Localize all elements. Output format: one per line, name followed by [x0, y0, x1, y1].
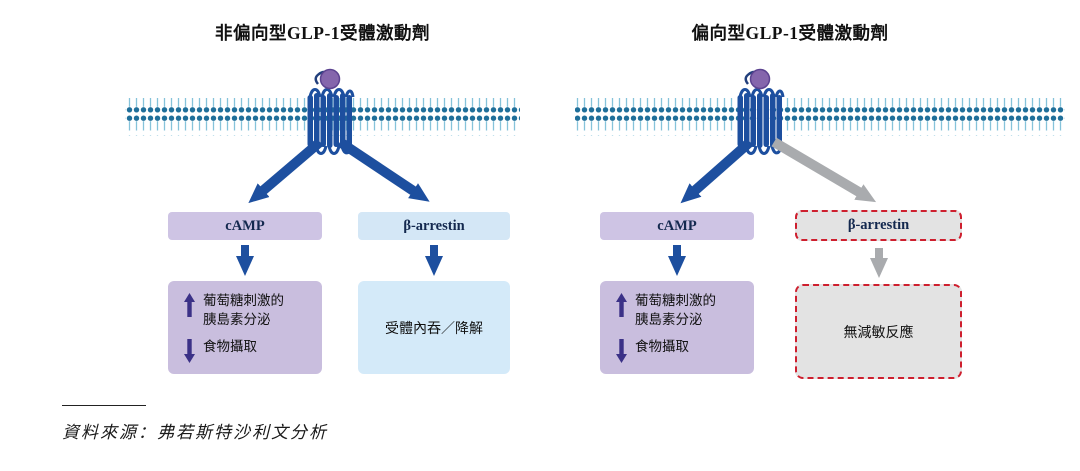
left-camp-effects-box: 葡萄糖刺激的 胰島素分泌 食物攝取: [168, 281, 322, 374]
effect-text: 食物攝取: [635, 338, 689, 354]
left-arrestin-outcome-text: 受體內吞／降解: [385, 319, 483, 336]
effect-row: 葡萄糖刺激的 胰島素分泌: [184, 292, 322, 328]
left-camp-label: cAMP: [225, 217, 265, 234]
right-arrestin-outcome-box-blocked: 無減敏反應: [795, 284, 962, 379]
signal-arrow-left-camp: [248, 138, 324, 204]
right-panel-title: 偏向型GLP-1受體激動劑: [691, 23, 889, 43]
left-camp-box: cAMP: [168, 212, 322, 240]
effect-row: 食物攝取: [184, 338, 322, 363]
source-note: 資料來源：弗若斯特沙利文分析: [62, 423, 328, 442]
right-arrestin-box-blocked: β-arrestin: [795, 210, 962, 241]
increase-arrow-icon: [184, 293, 195, 318]
effect-row: 食物攝取: [616, 338, 754, 363]
effect-text: 食物攝取: [203, 338, 257, 354]
decrease-arrow-icon: [616, 338, 627, 363]
source-divider: [62, 405, 146, 406]
left-arrestin-outcome-box: 受體內吞／降解: [358, 281, 510, 374]
cell-membrane-right: [575, 98, 1065, 136]
left-panel-title: 非偏向型GLP-1受體激動劑: [214, 23, 431, 43]
right-arrestin-outcome-text: 無減敏反應: [843, 323, 914, 340]
right-camp-label: cAMP: [657, 217, 697, 234]
signal-arrow-right-camp: [680, 138, 754, 204]
increase-arrow-icon: [616, 293, 627, 318]
effect-row: 葡萄糖刺激的 胰島素分泌: [616, 292, 754, 328]
signal-arrow-left-arrestin: [337, 137, 430, 202]
effect-text: 葡萄糖刺激的 胰島素分泌: [635, 293, 716, 327]
right-camp-effects-box: 葡萄糖刺激的 胰島素分泌 食物攝取: [600, 281, 754, 374]
left-arrestin-box: β-arrestin: [358, 212, 510, 240]
right-camp-box: cAMP: [600, 212, 754, 240]
left-arrestin-label: β-arrestin: [403, 217, 465, 234]
right-arrestin-label: β-arrestin: [847, 217, 910, 233]
decrease-arrow-icon: [184, 338, 195, 363]
effect-text: 葡萄糖刺激的 胰島素分泌: [203, 293, 284, 327]
signal-arrow-right-arrestin-weak: [771, 137, 877, 203]
